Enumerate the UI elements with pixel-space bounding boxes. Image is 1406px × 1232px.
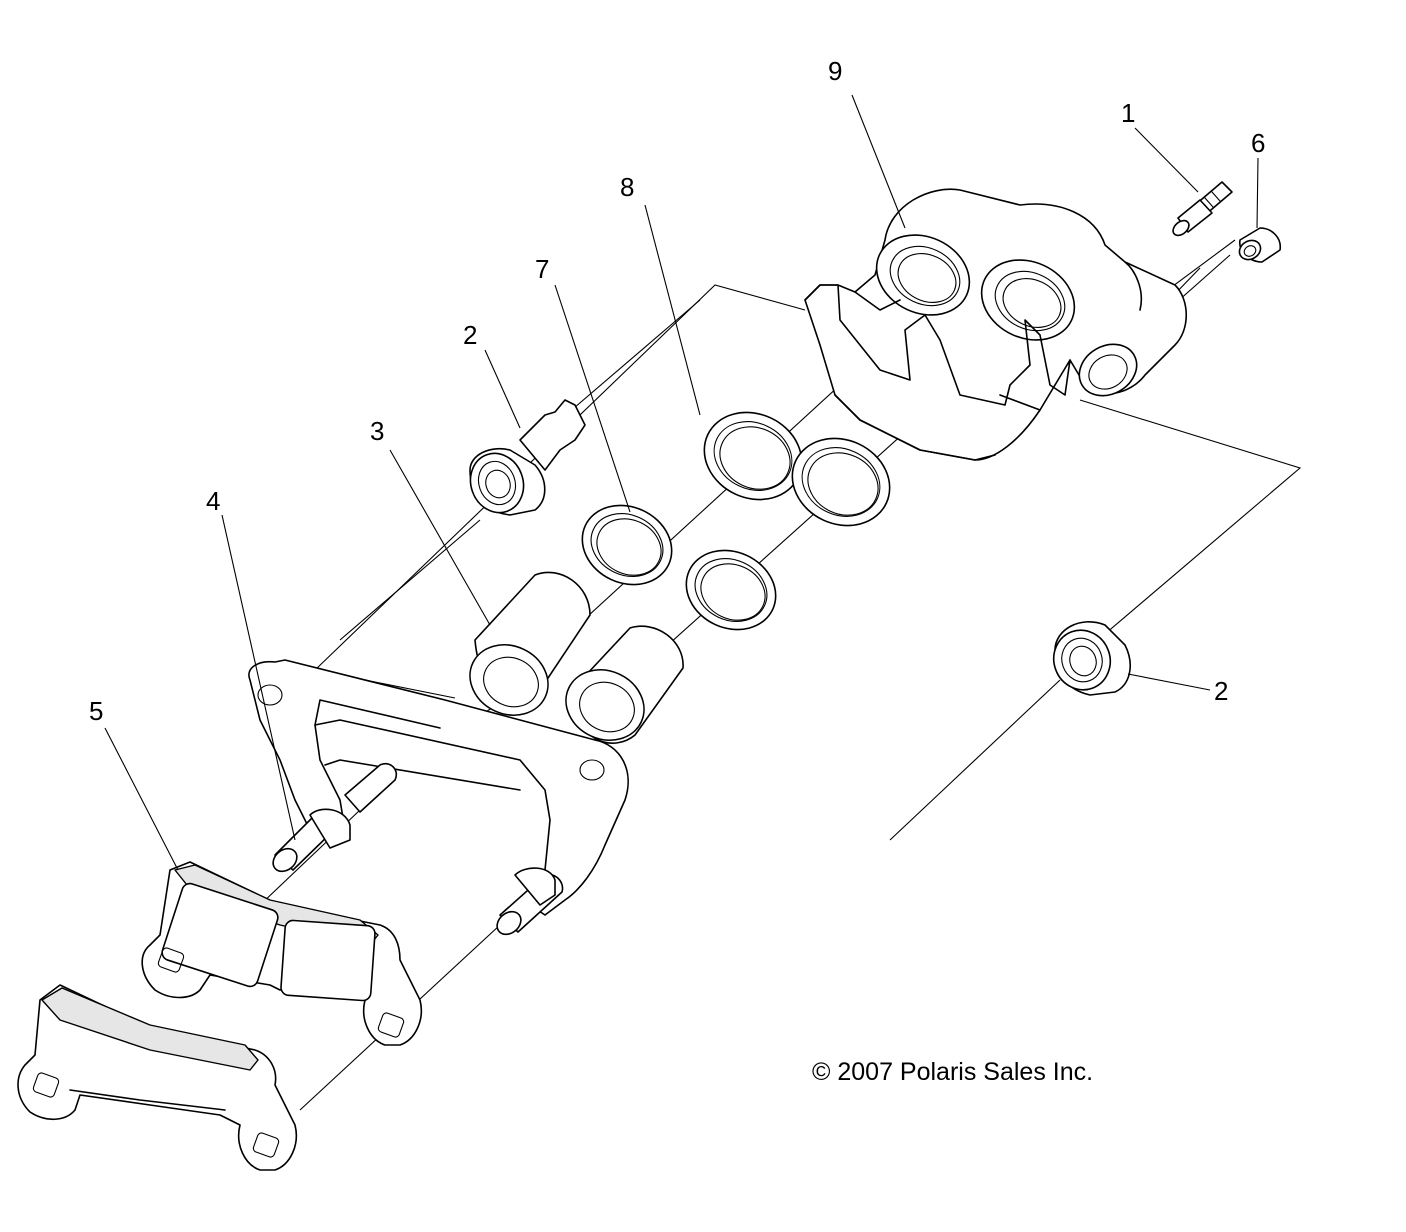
callout-label-9: 9: [828, 56, 842, 86]
callout-label-8: 8: [620, 172, 634, 202]
piston-seals-outer: [703, 411, 891, 527]
callout-label-1: 1: [1121, 98, 1135, 128]
callout-labels: 1 2 2 3 4 5 6 7 8 9: [89, 56, 1265, 726]
callout-label-3: 3: [370, 416, 384, 446]
callout-label-2-upper: 2: [463, 320, 477, 350]
callout-leaders: [104, 94, 1259, 871]
bleeder-cap: [1238, 227, 1282, 263]
callout-label-6: 6: [1251, 128, 1265, 158]
slide-pin-boot-lower: [1052, 621, 1131, 696]
callout-label-2-lower: 2: [1214, 676, 1228, 706]
pistons: [469, 571, 684, 744]
callout-label-4: 4: [206, 486, 220, 516]
callout-label-7: 7: [535, 254, 549, 284]
bleeder-screw: [1172, 181, 1233, 237]
copyright-notice: © 2007 Polaris Sales Inc.: [812, 1058, 1094, 1086]
caliper-housing: [804, 188, 1187, 461]
caliper-bracket: [248, 659, 629, 936]
brake-pads: [17, 861, 422, 1171]
callout-label-5: 5: [89, 696, 103, 726]
piston-seals-inner: [581, 504, 777, 631]
slide-pin-boot-upper: [469, 399, 586, 516]
